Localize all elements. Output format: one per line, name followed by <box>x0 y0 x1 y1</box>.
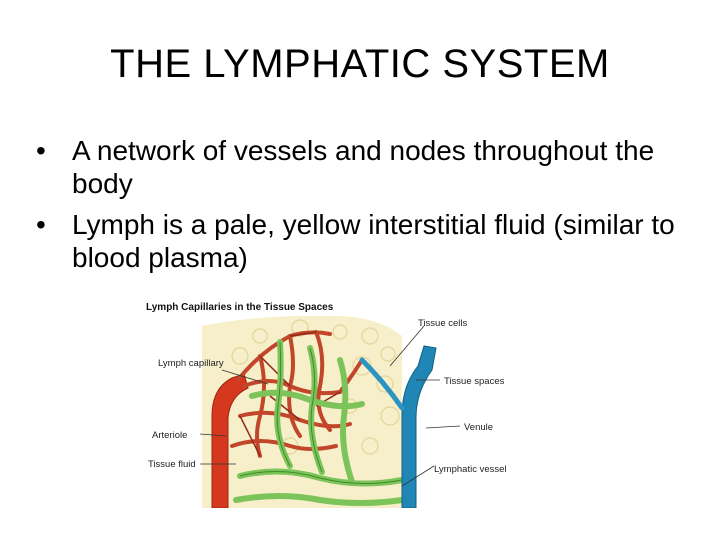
venule-branch <box>359 357 405 411</box>
bullet-marker: • <box>36 209 46 240</box>
label-tissue-cells: Tissue cells <box>418 318 468 329</box>
arteriole-vessel <box>211 373 249 508</box>
bullet-list: • A network of vessels and nodes through… <box>36 134 696 282</box>
label-leader-lines <box>199 325 461 487</box>
bullet-item: • A network of vessels and nodes through… <box>36 134 696 200</box>
bullet-item: • Lymph is a pale, yellow interstitial f… <box>36 208 696 274</box>
label-tissue-spaces: Tissue spaces <box>444 376 505 387</box>
label-lymphatic-vessel: Lymphatic vessel <box>434 464 507 475</box>
bullet-marker: • <box>36 135 46 166</box>
slide-title: THE LYMPHATIC SYSTEM <box>110 42 610 86</box>
label-venule: Venule <box>464 422 493 433</box>
lymph-capillaries-outline <box>239 341 403 485</box>
label-lymph-capillary: Lymph capillary <box>158 358 224 369</box>
venule-vessel <box>401 345 437 508</box>
capillary-network-fine <box>239 331 341 457</box>
label-tissue-fluid: Tissue fluid <box>148 459 196 470</box>
bullet-text: Lymph is a pale, yellow interstitial flu… <box>72 209 675 273</box>
bullet-text: A network of vessels and nodes throughou… <box>72 135 655 199</box>
label-arteriole: Arteriole <box>152 430 187 441</box>
lymph-capillaries-figure: Lymph Capillaries in the Tissue Spaces T… <box>146 302 507 508</box>
tissue-background <box>202 315 402 508</box>
figure-title: Lymph Capillaries in the Tissue Spaces <box>146 302 334 313</box>
